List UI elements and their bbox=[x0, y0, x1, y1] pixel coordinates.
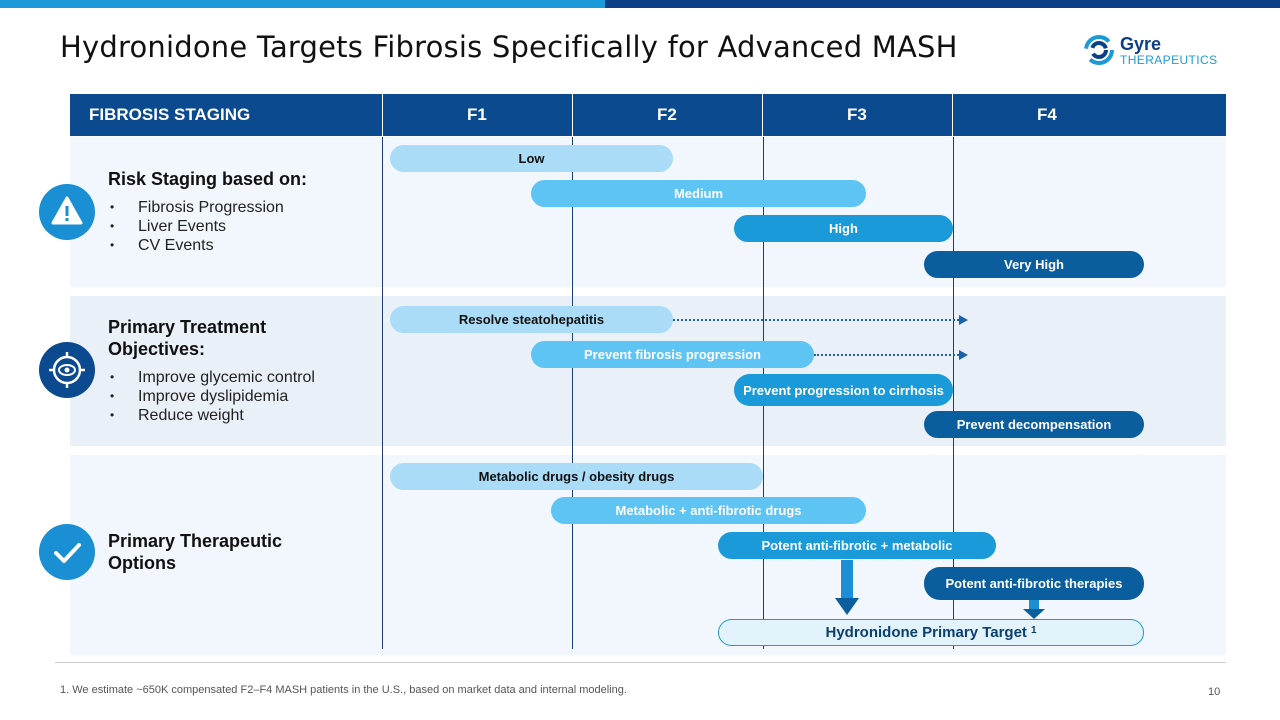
warning-icon bbox=[39, 184, 95, 240]
risk-bar-high: High bbox=[734, 215, 953, 242]
header-divider bbox=[762, 94, 763, 136]
therapy-bar-metabolic: Metabolic drugs / obesity drugs bbox=[390, 463, 763, 490]
risk-bullets: Fibrosis Progression Liver Events CV Eve… bbox=[108, 198, 284, 255]
list-item: Fibrosis Progression bbox=[108, 198, 284, 217]
header-stage-f2: F2 bbox=[657, 105, 677, 124]
treatment-section-title: Primary Treatment Objectives: bbox=[108, 317, 267, 359]
treatment-bar-prevent-cirrhosis: Prevent progression to cirrhosis bbox=[734, 374, 953, 406]
gyre-logo-icon bbox=[1084, 35, 1114, 65]
dotted-arrow-line bbox=[814, 354, 959, 356]
therapy-bar-metabolic-antifibrotic: Metabolic + anti-fibrotic drugs bbox=[551, 497, 866, 524]
footer-divider bbox=[55, 662, 1226, 663]
arrow-down-icon bbox=[1023, 600, 1045, 619]
logo-subtitle: THERAPEUTICS bbox=[1120, 53, 1218, 67]
top-accent-bar-dark bbox=[605, 0, 1280, 8]
target-eye-icon bbox=[39, 342, 95, 398]
header-divider bbox=[572, 94, 573, 136]
header-divider bbox=[382, 94, 383, 136]
arrow-right-icon bbox=[959, 350, 968, 360]
footnote-marker: 1 bbox=[1030, 625, 1037, 636]
therapy-bar-potent-antifibrotic: Potent anti-fibrotic therapies bbox=[924, 567, 1144, 600]
list-item: Improve dyslipidemia bbox=[108, 387, 315, 406]
risk-bar-low: Low bbox=[390, 145, 673, 172]
dotted-arrow-line bbox=[673, 319, 959, 321]
page-title: Hydronidone Targets Fibrosis Specificall… bbox=[60, 30, 958, 64]
stage-gridline bbox=[382, 137, 383, 649]
treatment-bullets: Improve glycemic control Improve dyslipi… bbox=[108, 368, 315, 425]
arrow-down-icon bbox=[835, 560, 859, 615]
target-label: Hydronidone Primary Target bbox=[825, 624, 1027, 641]
checkmark-icon bbox=[39, 524, 95, 580]
treatment-bar-prevent-decompensation: Prevent decompensation bbox=[924, 411, 1144, 438]
page-number: 10 bbox=[1208, 686, 1221, 698]
risk-section-title: Risk Staging based on: bbox=[108, 169, 308, 189]
treatment-bar-resolve-steatohepatitis: Resolve steatohepatitis bbox=[390, 306, 673, 333]
stage-gridline bbox=[572, 137, 573, 649]
treatment-bar-prevent-fibrosis: Prevent fibrosis progression bbox=[531, 341, 814, 368]
header-divider bbox=[952, 94, 953, 136]
footnote: 1. We estimate ~650K compensated F2–F4 M… bbox=[60, 684, 627, 696]
list-item: Improve glycemic control bbox=[108, 368, 315, 387]
header-stage-f1: F1 bbox=[467, 105, 487, 124]
logo-name: Gyre bbox=[1120, 34, 1162, 54]
therapeutic-section-title: Primary Therapeutic Options bbox=[108, 531, 283, 573]
header-stage-f3: F3 bbox=[847, 105, 867, 124]
risk-bar-very-high: Very High bbox=[924, 251, 1144, 278]
header-stage-f4: F4 bbox=[1037, 105, 1057, 124]
therapy-bar-potent-antifibrotic-metabolic: Potent anti-fibrotic + metabolic bbox=[718, 532, 996, 559]
arrow-right-icon bbox=[959, 315, 968, 325]
staging-header: FIBROSIS STAGING F1 F2 F3 F4 bbox=[70, 94, 1226, 136]
risk-bar-medium: Medium bbox=[531, 180, 866, 207]
header-label: FIBROSIS STAGING bbox=[89, 105, 251, 124]
company-logo: Gyre THERAPEUTICS bbox=[1084, 34, 1234, 70]
list-item: CV Events bbox=[108, 236, 284, 255]
top-accent-bar-light bbox=[0, 0, 605, 8]
list-item: Reduce weight bbox=[108, 406, 315, 425]
list-item: Liver Events bbox=[108, 217, 284, 236]
stage-gridline bbox=[953, 137, 954, 649]
